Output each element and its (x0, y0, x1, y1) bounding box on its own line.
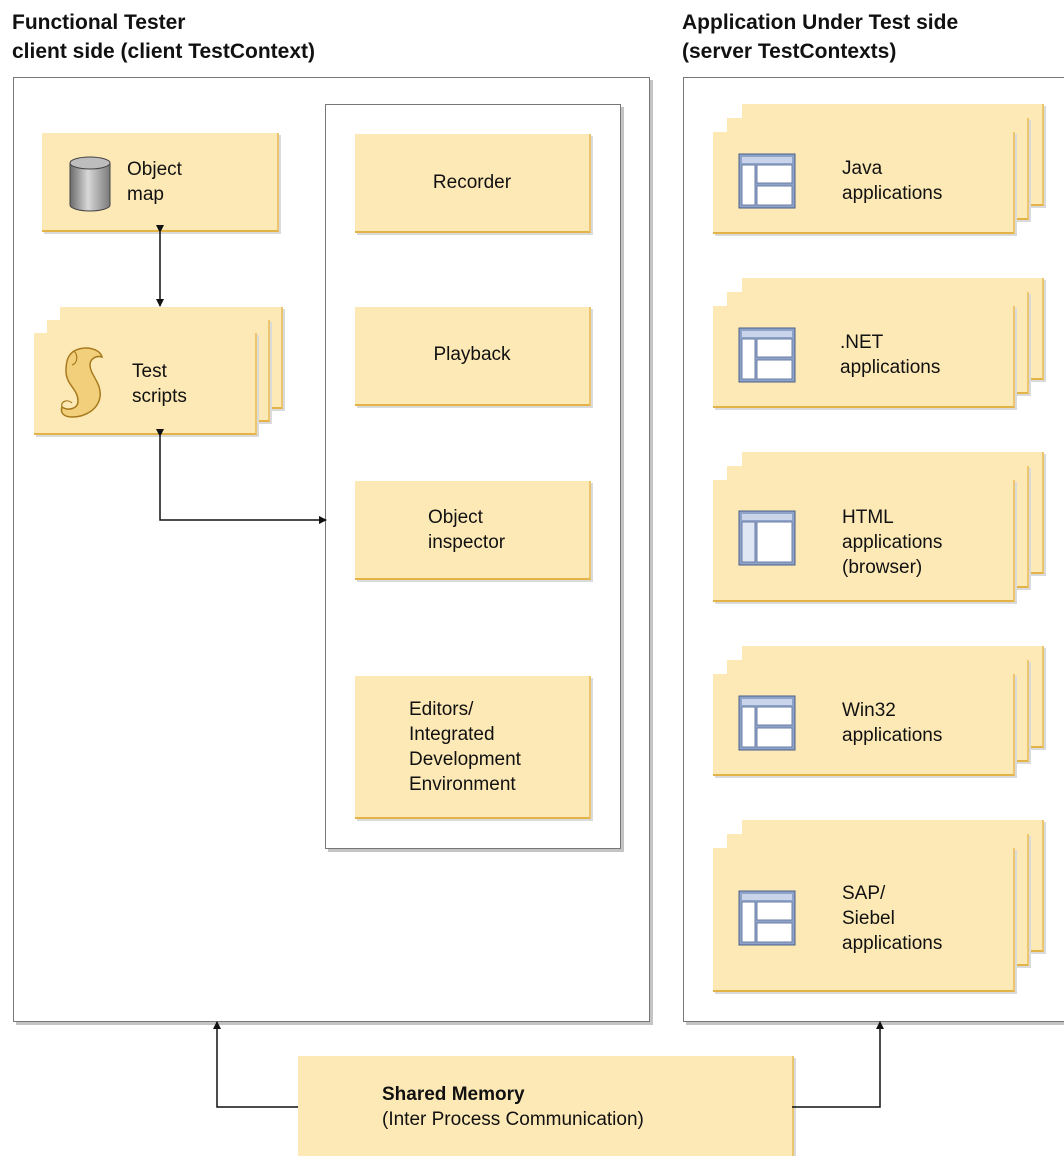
window-icon (738, 327, 796, 383)
java-applications-label: Java applications (842, 158, 943, 204)
scroll-icon (56, 345, 110, 421)
playback-label: Playback (433, 344, 511, 365)
object-map-label: Object map (127, 159, 182, 205)
shared-memory-client-connector (213, 1021, 298, 1108)
client-side-header: Functional Tester client side (client Te… (12, 8, 315, 66)
recorder-label: Recorder (432, 172, 512, 193)
client-header-line-2: client side (client TestContext) (12, 40, 315, 63)
editors-ide-label: Editors/ Integrated Development Environm… (409, 699, 521, 795)
database-icon (68, 155, 112, 213)
client-header-line-1: Functional Tester (12, 11, 186, 34)
shared-memory-title: Shared Memory (382, 1084, 525, 1105)
win32-applications-label: Win32 applications (842, 700, 943, 746)
server-header-line-1: Application Under Test side (682, 11, 959, 34)
dotnet-applications-label: .NET applications (840, 332, 941, 378)
editors-ide-box[interactable] (355, 676, 591, 819)
shared-memory-subtitle: (Inter Process Communication) (382, 1109, 644, 1130)
playback-box[interactable] (355, 307, 591, 406)
shared-memory-label: Shared Memory (Inter Process Communicati… (382, 1082, 644, 1132)
browser-window-icon (738, 510, 796, 566)
object-inspector-label: Object inspector (428, 507, 506, 553)
recorder-box[interactable] (355, 134, 591, 233)
shared-memory-server-connector (792, 1021, 884, 1108)
window-icon (738, 153, 796, 209)
window-icon (738, 890, 796, 946)
sap-siebel-applications-label: SAP/ Siebel applications (842, 883, 943, 954)
object-inspector-box[interactable] (355, 481, 591, 580)
shared-memory-box[interactable] (298, 1056, 794, 1156)
window-icon (738, 695, 796, 751)
server-side-header: Application Under Test side (server Test… (682, 8, 958, 66)
test-scripts-label: Test scripts (132, 361, 187, 407)
html-applications-label: HTML applications (browser) (842, 507, 943, 578)
server-header-line-2: (server TestContexts) (682, 40, 897, 63)
